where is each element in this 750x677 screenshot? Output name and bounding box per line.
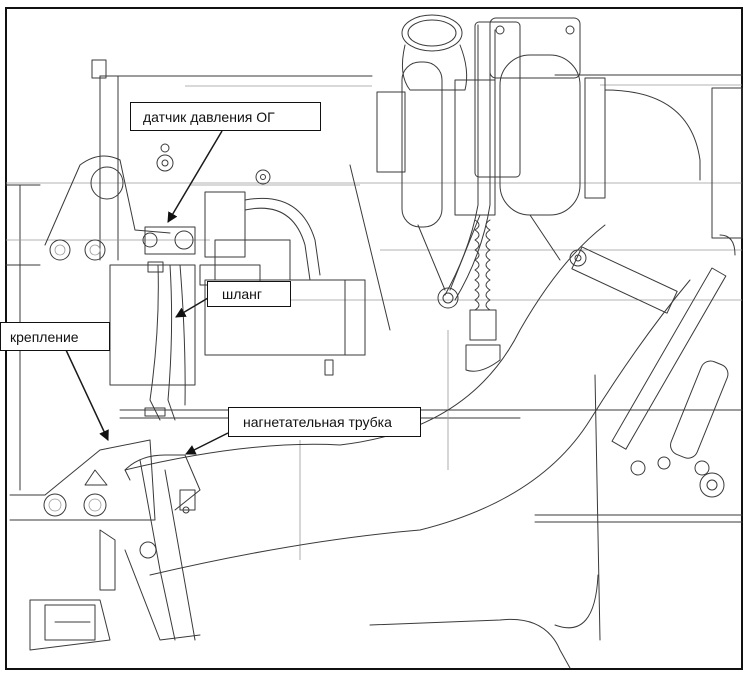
callout-pressure-sensor-label: датчик давления ОГ [143,108,275,125]
callout-boost-tube: нагнетательная трубка [228,407,421,437]
hose-drawing [144,261,186,421]
engine-block-outline [5,74,743,641]
arrow-boost-tube [185,432,229,455]
lower-bracket [9,439,156,651]
callout-boost-tube-label: нагнетательная трубка [243,414,392,430]
boost-tube-drawing [124,454,201,641]
turbocharger [376,14,743,291]
callout-pressure-sensor: датчик давления ОГ [130,102,321,131]
callout-bracket: крепление [0,322,110,351]
upper-bracket [44,59,271,261]
callout-hose-label: шланг [222,286,263,302]
misc-fasteners [160,143,710,476]
arrow-bracket [65,349,109,441]
arrow-hose [175,297,209,318]
callout-bracket-label: крепление [10,328,79,345]
arrow-pressure-sensor [167,130,223,223]
wastegate-actuator [569,234,736,498]
boost-pipe [124,224,691,669]
oil-line [437,24,501,372]
figure-border [5,7,743,670]
callout-hose: шланг [207,281,291,307]
